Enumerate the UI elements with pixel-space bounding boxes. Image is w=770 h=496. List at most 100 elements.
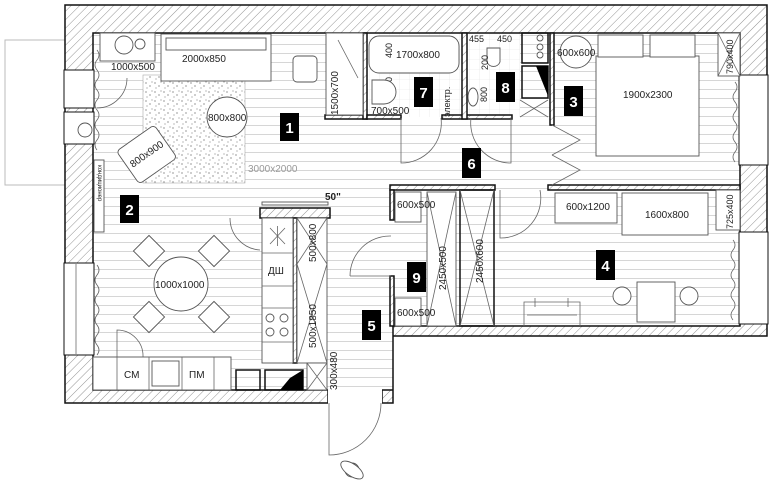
room-number-5: 5 (362, 310, 381, 340)
desk-chair (612, 286, 632, 306)
crib (554, 192, 618, 224)
svg-text:3: 3 (569, 94, 577, 111)
dim-wc-800: 800 (479, 87, 489, 102)
door-wc[interactable] (470, 117, 512, 164)
room-number-9: 9 (407, 262, 426, 292)
washer (235, 369, 261, 391)
room-number-2: 2 (120, 195, 139, 223)
wall (292, 217, 298, 364)
svg-text:4: 4 (601, 258, 610, 275)
curtain (732, 81, 738, 163)
entrance-door[interactable] (328, 402, 382, 456)
dim-crib: 600x1200 (566, 202, 610, 213)
closet-shelf (394, 191, 422, 223)
dim-nightstand: 600x600 (557, 48, 596, 59)
room-number-7: 7 (414, 77, 433, 107)
dim-kitchen-upper: 500x800 (308, 223, 319, 262)
bench (523, 298, 581, 326)
burner (265, 327, 275, 337)
room-number-4: 4 (596, 250, 615, 280)
dim-hall-cabinet: 300x480 (329, 351, 340, 390)
person-icon (340, 460, 364, 480)
dim-wc-455: 455 (469, 34, 484, 44)
dim-bedroom-closet: 790x400 (725, 39, 735, 74)
air-conditioner-label: кондиционер (96, 165, 102, 202)
window (63, 69, 95, 109)
wall (389, 275, 395, 327)
armchair (117, 126, 176, 183)
burner (279, 313, 289, 323)
dining-chair (132, 234, 166, 268)
coffee-table (206, 96, 248, 138)
desk-chair (679, 286, 699, 306)
wall (362, 32, 368, 120)
door-bedroom[interactable] (551, 124, 581, 186)
door-bathroom[interactable] (400, 117, 442, 164)
dim-closet-rack: 2450x500 (438, 246, 449, 290)
dim-dining-table: 1000x1000 (155, 280, 205, 291)
wall (366, 114, 402, 120)
svg-text:6: 6 (467, 156, 475, 173)
washing-machine-label: СМ (124, 370, 139, 381)
chair (292, 55, 318, 83)
desk (636, 281, 676, 323)
wall (549, 32, 555, 126)
kitchen-corner-door[interactable] (116, 329, 144, 358)
bath-sink (371, 79, 397, 105)
boiler (521, 32, 549, 64)
kids-closet (715, 189, 741, 231)
toilet (486, 47, 501, 67)
dim-wardrobe-kids: 2450x600 (475, 239, 486, 283)
nightstand (559, 35, 593, 69)
room-number-1: 1 (280, 113, 299, 141)
bed (595, 55, 700, 157)
room-number-6: 6 (462, 148, 481, 178)
dim-closet-shelf-top: 600x500 (397, 200, 436, 211)
balcony (4, 39, 66, 186)
door-kitchen[interactable] (229, 217, 261, 251)
tv-label: 50" (325, 192, 341, 203)
wall (389, 184, 496, 191)
closet-shelf (394, 297, 422, 327)
oven-label: ДШ (268, 266, 284, 277)
plant-icon (134, 38, 146, 50)
dim-plant-stand: 1000x500 (111, 62, 155, 73)
svg-text:2: 2 (125, 202, 133, 219)
dim-coffee-table: 800x800 (208, 113, 247, 124)
svg-text:1: 1 (285, 120, 293, 137)
dim-bath-400: 400 (384, 43, 394, 58)
electric-panel-label: электр. (442, 87, 452, 117)
svg-text:9: 9 (412, 270, 420, 287)
wall (461, 32, 468, 120)
curtain (94, 49, 100, 151)
svg-text:8: 8 (501, 80, 509, 97)
dining-table (153, 256, 209, 312)
wardrobe-living (325, 32, 364, 116)
tv (261, 201, 329, 206)
kids-bed (621, 192, 709, 236)
ac-unit (93, 159, 105, 233)
wall (547, 184, 741, 191)
svg-text:7: 7 (419, 85, 427, 102)
dishwasher-label: ПМ (189, 370, 205, 381)
wall (389, 189, 395, 221)
door-kids[interactable] (499, 189, 542, 239)
dim-closet-shelf-bottom: 600x500 (397, 308, 436, 319)
hood-icon (269, 226, 286, 246)
room-number-8: 8 (496, 72, 515, 102)
dim-kids-bed: 1600x800 (645, 210, 689, 221)
sink (151, 360, 180, 387)
dim-wc-450: 450 (497, 34, 512, 44)
dining-chair (197, 300, 231, 334)
wc-sink (467, 87, 479, 107)
door-closet[interactable] (349, 235, 392, 277)
burner (265, 313, 275, 323)
dim-bathtub: 1700x800 (396, 50, 440, 61)
door-balcony[interactable] (96, 77, 128, 109)
dim-bed: 1900x2300 (623, 90, 673, 101)
dining-chair (132, 300, 166, 334)
svg-text:5: 5 (367, 318, 375, 335)
bathtub (368, 35, 460, 74)
plant-icon (114, 35, 134, 55)
